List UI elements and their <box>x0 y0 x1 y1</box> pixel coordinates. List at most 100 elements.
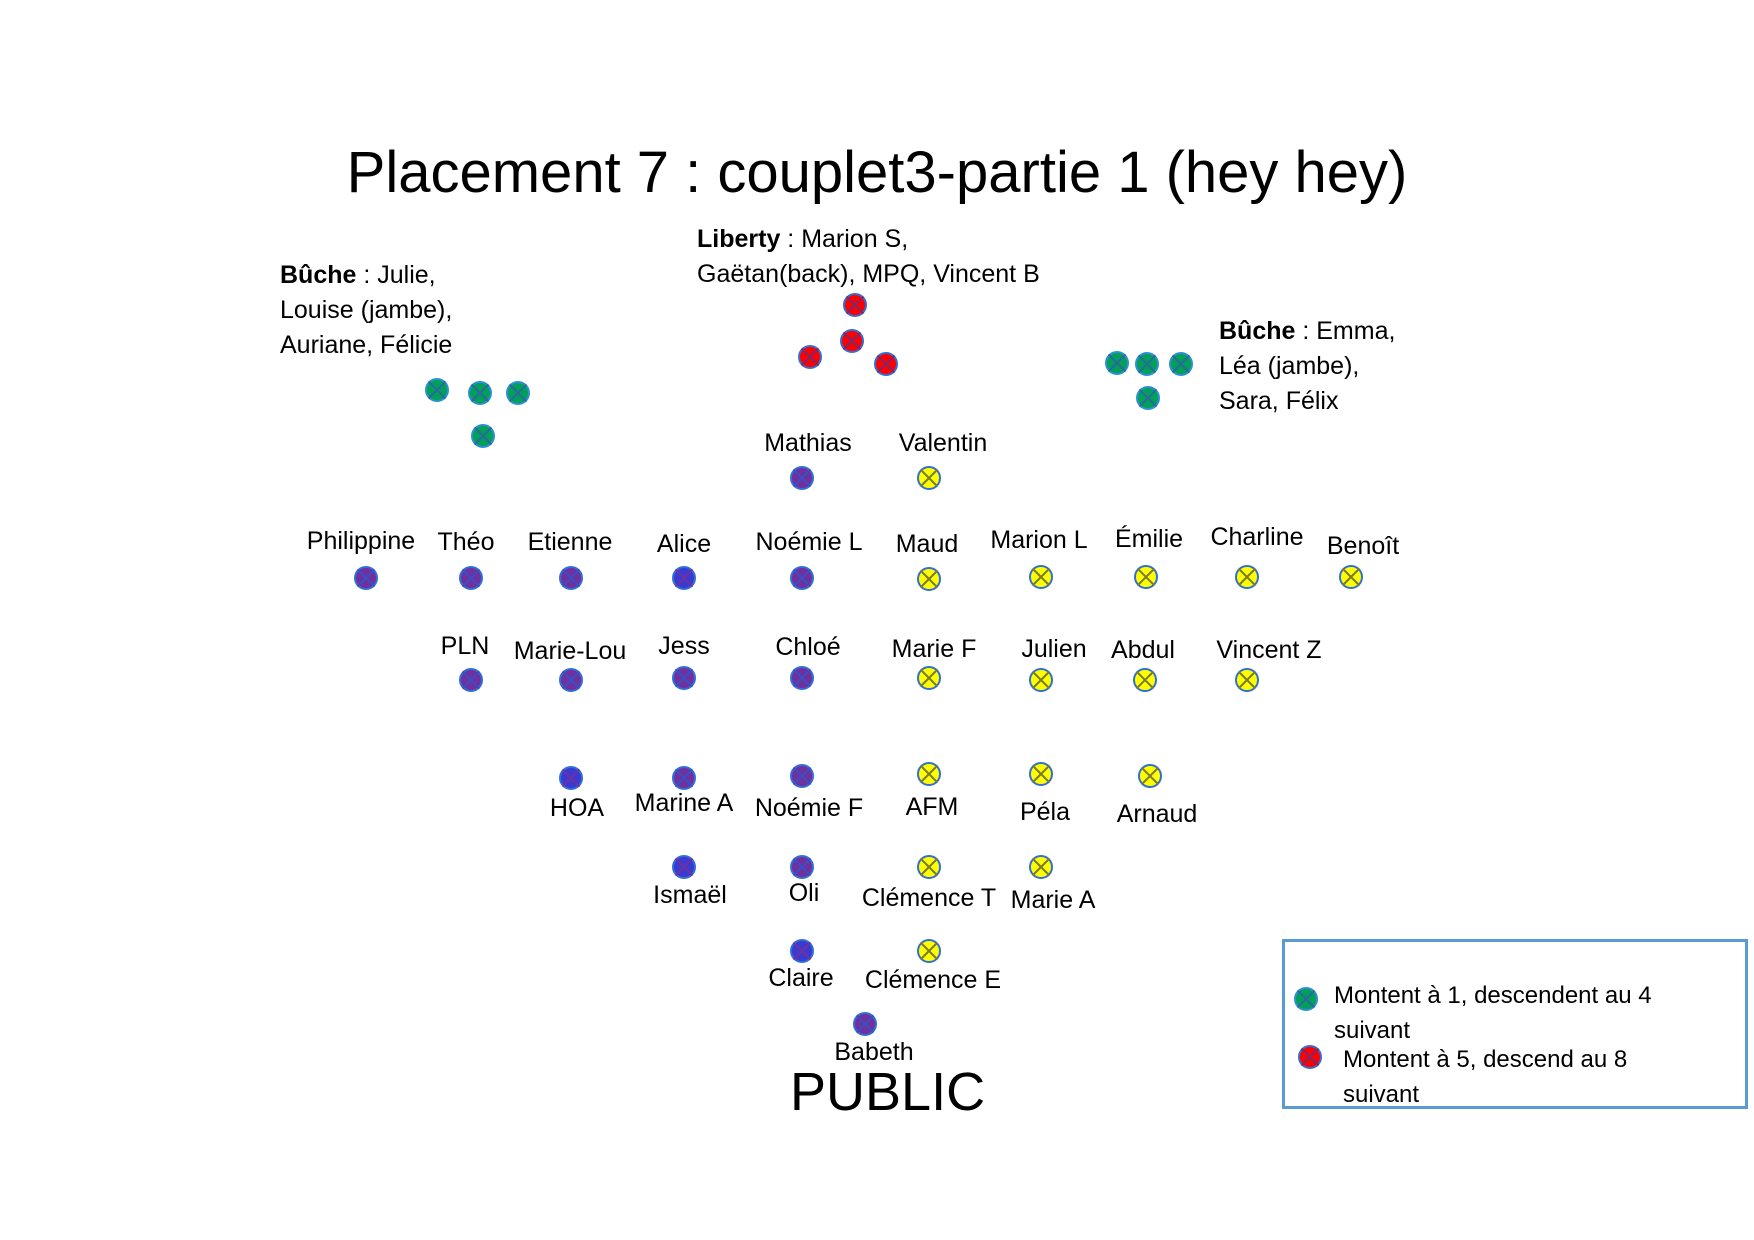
person-label: Clémence T <box>861 884 997 912</box>
person-marker <box>559 668 583 692</box>
buche-left-members-1: : Julie, <box>356 261 436 289</box>
buche-right-members-2: Léa (jambe), <box>1219 352 1360 380</box>
person-marker <box>790 566 814 590</box>
buche-right-marker <box>1135 352 1159 376</box>
buche-left-name: Bûche <box>280 261 357 289</box>
person-label: Philippine <box>306 527 416 555</box>
person-label: Abdul <box>1111 636 1175 664</box>
liberty-marker <box>798 345 822 369</box>
person-label: Noémie F <box>754 794 864 822</box>
buche-right-name: Bûche <box>1219 317 1296 345</box>
person-marker <box>1029 668 1053 692</box>
liberty-name: Liberty <box>697 225 781 253</box>
person-marker <box>790 764 814 788</box>
buche-right-members-3: Sara, Félix <box>1219 387 1339 415</box>
person-label: Noémie L <box>755 528 863 556</box>
page-title: Placement 7 : couplet3-partie 1 (hey hey… <box>346 140 1408 205</box>
person-marker <box>1029 565 1053 589</box>
legend-red-text: Montent à 5, descend au 8 suivant <box>1343 1042 1627 1112</box>
person-label: Mathias <box>764 429 852 457</box>
person-label: Jess <box>658 632 710 660</box>
person-marker <box>853 1012 877 1036</box>
person-label: Oli <box>788 879 820 907</box>
buche-right-marker <box>1136 386 1160 410</box>
buche-right-text: Bûche : Emma, Léa (jambe), Sara, Félix <box>1219 314 1395 419</box>
buche-left-marker <box>471 424 495 448</box>
person-label: Arnaud <box>1116 800 1198 828</box>
person-marker <box>790 666 814 690</box>
person-marker <box>1134 565 1158 589</box>
person-label: PLN <box>440 632 490 660</box>
person-marker <box>917 762 941 786</box>
buche-left-marker <box>425 378 449 402</box>
legend-green-marker <box>1294 987 1318 1011</box>
person-label: Ismaël <box>653 881 727 909</box>
person-marker <box>917 567 941 591</box>
person-label: Valentin <box>898 429 988 457</box>
person-marker <box>459 668 483 692</box>
person-marker <box>459 566 483 590</box>
person-marker <box>672 766 696 790</box>
person-label: Babeth <box>834 1038 914 1066</box>
person-label: Marion L <box>990 526 1088 554</box>
person-marker <box>354 566 378 590</box>
legend-red-line-2: suivant <box>1343 1081 1420 1108</box>
buche-left-marker <box>506 381 530 405</box>
person-label: Claire <box>768 964 834 992</box>
person-marker <box>672 855 696 879</box>
person-label: Etienne <box>527 528 613 556</box>
person-label: Vincent Z <box>1216 636 1322 664</box>
person-marker <box>790 855 814 879</box>
person-marker <box>1235 668 1259 692</box>
person-label: Marie-Lou <box>513 637 627 665</box>
buche-left-members-2: Louise (jambe), <box>280 296 453 324</box>
person-marker <box>1133 668 1157 692</box>
person-marker <box>559 566 583 590</box>
legend-red-marker <box>1298 1045 1322 1069</box>
person-label: Chloé <box>775 633 841 661</box>
legend-green-text: Montent à 1, descendent au 4 suivant <box>1334 978 1652 1048</box>
person-label: Benoît <box>1326 532 1400 560</box>
person-marker <box>917 939 941 963</box>
person-marker <box>790 466 814 490</box>
public-label: PUBLIC <box>790 1062 986 1122</box>
person-marker <box>917 855 941 879</box>
person-marker <box>1029 762 1053 786</box>
buche-left-marker <box>468 381 492 405</box>
buche-right-members-1: : Emma, <box>1295 317 1396 345</box>
person-marker <box>672 666 696 690</box>
person-label: AFM <box>905 793 959 821</box>
liberty-text: Liberty : Marion S, Gaëtan(back), MPQ, V… <box>697 222 1040 292</box>
person-label: Julien <box>1021 635 1087 663</box>
buche-left-members-3: Auriane, Félicie <box>280 331 453 359</box>
person-label: Marie F <box>891 635 977 663</box>
buche-left-text: Bûche : Julie, Louise (jambe), Auriane, … <box>280 258 452 363</box>
person-label: Maud <box>895 530 959 558</box>
person-label: Charline <box>1210 523 1304 551</box>
person-marker <box>1029 855 1053 879</box>
liberty-marker <box>840 329 864 353</box>
person-marker <box>1339 565 1363 589</box>
person-label: Alice <box>656 530 712 558</box>
legend-green-line-1: Montent à 1, descendent au 4 <box>1334 982 1652 1009</box>
person-marker <box>672 566 696 590</box>
liberty-marker <box>843 293 867 317</box>
person-marker <box>1235 565 1259 589</box>
buche-right-marker <box>1105 351 1129 375</box>
person-marker <box>917 666 941 690</box>
legend-green-line-2: suivant <box>1334 1017 1411 1044</box>
person-marker <box>790 939 814 963</box>
person-marker <box>917 466 941 490</box>
person-marker <box>1138 764 1162 788</box>
person-marker <box>559 766 583 790</box>
liberty-marker <box>874 352 898 376</box>
buche-right-marker <box>1169 352 1193 376</box>
person-label: HOA <box>549 794 605 822</box>
person-label: Théo <box>437 528 495 556</box>
liberty-members-1: : Marion S, <box>780 225 909 253</box>
legend-box: Montent à 1, descendent au 4 suivant Mon… <box>1282 939 1748 1109</box>
legend-red-line-1: Montent à 5, descend au 8 <box>1343 1046 1628 1073</box>
person-label: Marie A <box>1010 886 1096 914</box>
person-label: Péla <box>1019 798 1071 826</box>
liberty-members-2: Gaëtan(back), MPQ, Vincent B <box>697 260 1040 288</box>
